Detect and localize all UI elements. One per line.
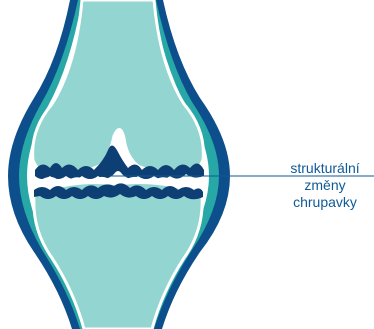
callout-label-line1: strukturální: [276, 160, 374, 177]
callout-label-line3: chrupavky: [276, 194, 374, 211]
callout-label-line2: změny: [276, 177, 374, 194]
tibia-bone: [34, 183, 202, 329]
callout-label: strukturální změny chrupavky: [276, 160, 374, 211]
